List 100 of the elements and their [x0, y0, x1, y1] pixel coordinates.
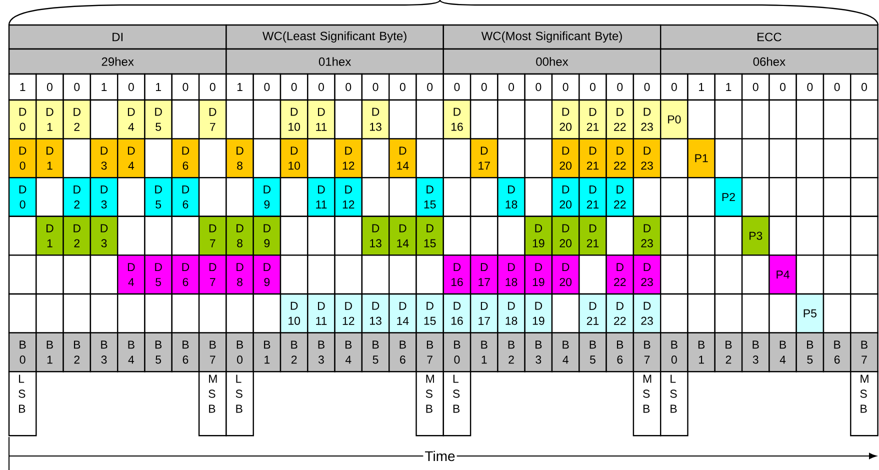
table-cell: D 17 — [470, 138, 498, 178]
table-cell: D 18 — [497, 293, 526, 334]
table-cell: P0 — [660, 99, 688, 140]
table-cell: D 0 — [8, 177, 37, 217]
table-cell: D 20 — [551, 216, 580, 256]
table-cell: 0 — [768, 73, 797, 101]
table-cell: D 2 — [62, 216, 92, 256]
table-cell: B 5 — [578, 332, 607, 372]
table-cell: B 6 — [822, 332, 852, 372]
table-cell: 0 — [741, 73, 770, 101]
table-cell: B 7 — [198, 332, 227, 372]
table-cell: D 0 — [8, 138, 37, 178]
table-cell: L S B — [226, 370, 254, 436]
table-cell: D 22 — [606, 254, 634, 295]
table-cell: 0 — [470, 73, 498, 101]
table-cell: D 1 — [36, 216, 64, 256]
table-cell: 0 — [551, 73, 580, 101]
table-cell: M S B — [850, 370, 878, 436]
table-cell: P4 — [768, 254, 797, 295]
table-cell: D 10 — [280, 99, 308, 140]
table-cell: 0 — [850, 73, 878, 101]
table-cell: M S B — [198, 370, 227, 436]
table-cell: D 23 — [632, 99, 662, 140]
table-cell: D 20 — [551, 254, 580, 295]
table-cell: D 9 — [252, 216, 282, 256]
table-cell: D 8 — [226, 254, 254, 295]
table-cell: B 2 — [714, 332, 743, 372]
table-cell: D 16 — [442, 293, 472, 334]
table-cell: D 23 — [632, 293, 662, 334]
table-cell: D 22 — [606, 99, 634, 140]
table-cell: 1 — [8, 73, 37, 101]
table-cell: D 15 — [416, 216, 444, 256]
table-cell: D 2 — [62, 99, 92, 140]
table-cell: 0 — [632, 73, 662, 101]
table-cell: D 12 — [334, 177, 363, 217]
table-cell: 1 — [90, 73, 118, 101]
table-cell: D 12 — [334, 293, 363, 334]
table-cell: D 14 — [388, 293, 417, 334]
table-cell: 0 — [524, 73, 553, 101]
table-cell: D 23 — [632, 138, 662, 178]
table-cell: D 10 — [280, 138, 308, 178]
table-cell: B 6 — [171, 332, 200, 372]
table-cell: D 20 — [551, 99, 580, 140]
table-cell: D 7 — [198, 216, 227, 256]
table-cell: D 21 — [578, 99, 607, 140]
table-cell: B 4 — [768, 332, 797, 372]
table-cell: B 3 — [307, 332, 336, 372]
table-cell: D 5 — [144, 177, 172, 217]
table-cell: D 21 — [578, 177, 607, 217]
table-cell: B 1 — [36, 332, 64, 372]
table-cell: D 23 — [632, 254, 662, 295]
table-cell: D 4 — [117, 138, 146, 178]
table-cell: D 12 — [334, 138, 363, 178]
header-cell: DI — [8, 24, 227, 50]
table-cell: P1 — [687, 138, 716, 178]
table-cell: B 1 — [252, 332, 282, 372]
table-cell: D 6 — [171, 254, 200, 295]
table-cell: B 6 — [606, 332, 634, 372]
table-cell: 0 — [442, 73, 472, 101]
table-cell: B 7 — [850, 332, 878, 372]
table-cell: 1 — [144, 73, 172, 101]
table-cell: 0 — [388, 73, 417, 101]
table-cell: 0 — [171, 73, 200, 101]
table-cell: B 5 — [796, 332, 824, 372]
table-cell: D 19 — [524, 254, 553, 295]
table-cell: 0 — [198, 73, 227, 101]
table-cell: 0 — [252, 73, 282, 101]
table-cell: 0 — [307, 73, 336, 101]
header-cell: 29hex — [8, 48, 227, 75]
table-cell: D 19 — [524, 293, 553, 334]
table-cell: D 18 — [497, 254, 526, 295]
table-cell: B 7 — [416, 332, 444, 372]
table-cell: D 17 — [470, 254, 498, 295]
table-cell: D 5 — [144, 99, 172, 140]
table-cell: M S B — [416, 370, 444, 436]
table-cell: D 23 — [632, 216, 662, 256]
table-cell: 1 — [687, 73, 716, 101]
table-cell: 0 — [497, 73, 526, 101]
table-cell: D 20 — [551, 177, 580, 217]
table-cell: D 13 — [361, 216, 390, 256]
table-cell: L S B — [660, 370, 688, 436]
table-cell: 0 — [416, 73, 444, 101]
header-cell: 00hex — [442, 48, 662, 75]
table-cell: D 3 — [90, 138, 118, 178]
table-cell: D 16 — [442, 254, 472, 295]
table-cell: B 3 — [524, 332, 553, 372]
table-cell: B 6 — [388, 332, 417, 372]
table-cell: 1 — [714, 73, 743, 101]
table-cell: 0 — [796, 73, 824, 101]
table-cell: B 1 — [470, 332, 498, 372]
table-cell: D 21 — [578, 138, 607, 178]
table-cell: 0 — [334, 73, 363, 101]
header-cell: 06hex — [660, 48, 878, 75]
table-cell: 0 — [280, 73, 308, 101]
table-cell: D 22 — [606, 138, 634, 178]
table-cell: D 6 — [171, 177, 200, 217]
table-cell: 0 — [62, 73, 92, 101]
table-cell: D 22 — [606, 177, 634, 217]
table-cell: D 9 — [252, 177, 282, 217]
table-cell: D 9 — [252, 254, 282, 295]
